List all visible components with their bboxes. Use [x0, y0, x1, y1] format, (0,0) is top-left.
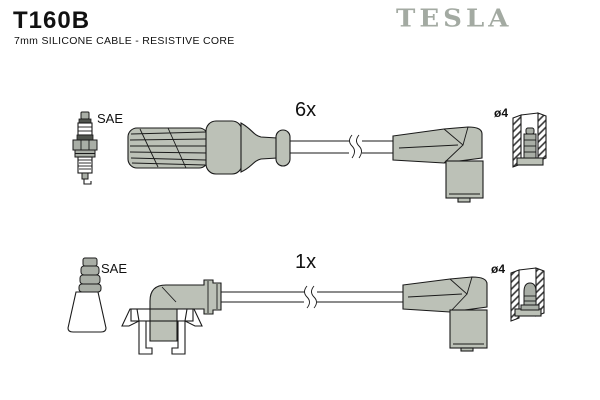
straight-ribbed-boot-icon	[127, 120, 291, 175]
quantity-label-top: 6x	[295, 99, 317, 121]
angled-boot-icon-top	[392, 126, 484, 203]
angled-boot-with-bracket-icon	[121, 279, 222, 355]
sae-label-bottom: SAE	[101, 261, 128, 276]
subtitle: 7mm SILICONE CABLE - RESISTIVE CORE	[14, 35, 235, 47]
diameter-label-bottom: ø4	[491, 262, 506, 276]
cable-icon-top	[290, 134, 402, 159]
terminal-cap-icon-top	[512, 112, 547, 168]
terminal-cap-icon-bottom	[510, 267, 545, 322]
part-number: T160B	[13, 7, 91, 34]
diameter-label-top: ø4	[494, 106, 509, 120]
spark-plug-icon	[72, 111, 98, 185]
angled-boot-icon-bottom	[402, 276, 488, 352]
cable-icon-bottom	[221, 285, 403, 309]
quantity-label-bottom: 1x	[295, 251, 317, 273]
coil-tower-boot-icon	[67, 257, 107, 333]
brand-logo: TESLA	[396, 5, 513, 33]
sae-label-top: SAE	[97, 111, 124, 126]
cable-break-icon	[304, 285, 317, 309]
cable-break-icon	[349, 134, 362, 159]
